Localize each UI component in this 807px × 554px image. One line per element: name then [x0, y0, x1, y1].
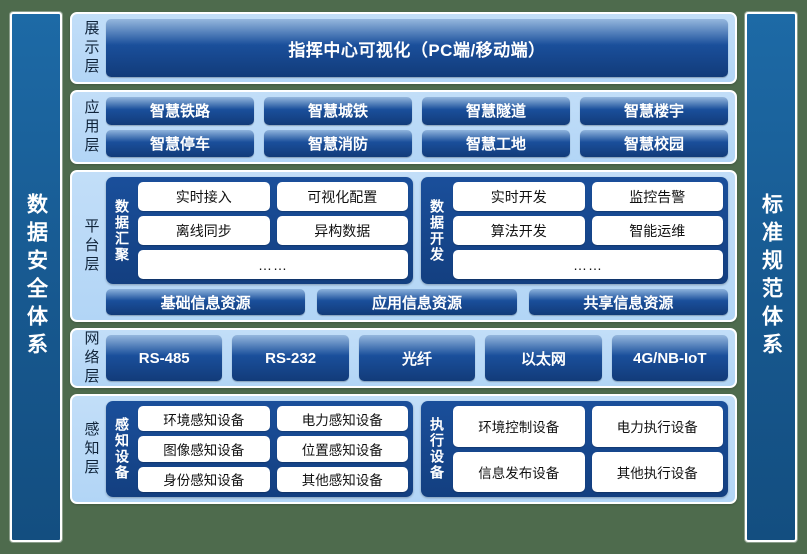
app-item-smart-firefighting[interactable]: 智慧消防 [264, 129, 412, 157]
aggregation-item-visual-config[interactable]: 可视化配置 [276, 182, 408, 211]
app-item-smart-parking[interactable]: 智慧停车 [106, 129, 254, 157]
group-data-development: 数据开发 实时开发 监控告警 算法开发 智能运维 [421, 177, 728, 284]
network-item-fiber[interactable]: 光纤 [358, 335, 476, 381]
sensing-row-3: 身份感知设备 其他感知设备 [138, 466, 408, 492]
application-row-1: 智慧铁路 智慧城铁 智慧隧道 智慧楼宇 [106, 97, 728, 125]
layer-presentation-label-wrap: 展示层 [76, 19, 106, 77]
network-item-4g-nbiot[interactable]: 4G/NB-IoT [611, 335, 729, 381]
sensing-item-location[interactable]: 位置感知设备 [276, 436, 408, 462]
aggregation-row-1: 实时接入 可视化配置 [138, 182, 408, 211]
network-item-rs232[interactable]: RS-232 [232, 335, 349, 381]
left-pillar-data-security: 数据安全体系 [10, 12, 62, 542]
aggregation-row-2: 离线同步 异构数据 [138, 216, 408, 245]
sensing-groups: 感知设备 环境感知设备 电力感知设备 图像感知设备 位置感知设备 [106, 401, 728, 497]
group-actuator-devices-label: 执行设备 [429, 417, 445, 481]
right-pillar-standard-specification: 标准规范体系 [745, 12, 797, 542]
sensing-item-identity[interactable]: 身份感知设备 [138, 466, 270, 492]
platform-resource-row: 基础信息资源 应用信息资源 共享信息资源 [106, 289, 728, 315]
sensing-item-other[interactable]: 其他感知设备 [276, 466, 408, 492]
network-item-rs485[interactable]: RS-485 [106, 335, 223, 381]
group-data-development-label-wrap: 数据开发 [426, 182, 448, 279]
layer-platform-body: 数据汇聚 实时接入 可视化配置 离线同步 异构数据 [106, 177, 728, 315]
layer-platform: 平台层 数据汇聚 实时接入 可视化配置 [70, 170, 737, 322]
app-item-smart-railway[interactable]: 智慧铁路 [106, 97, 254, 125]
development-row-1: 实时开发 监控告警 [453, 182, 723, 211]
layer-platform-label: 平台层 [82, 217, 100, 275]
group-actuator-devices-body: 环境控制设备 电力执行设备 信息发布设备 其他执行设备 [453, 406, 723, 492]
aggregation-item-more[interactable]: …… [138, 250, 408, 279]
layer-network: 网络层 RS-485 RS-232 光纤 以太网 4G/NB-IoT [70, 328, 737, 388]
layer-sensing-body: 感知设备 环境感知设备 电力感知设备 图像感知设备 位置感知设备 [106, 401, 728, 497]
right-pillar-label: 标准规范体系 [759, 193, 783, 361]
aggregation-row-3: …… [138, 250, 408, 279]
layer-sensing-label: 感知层 [82, 420, 100, 478]
layer-application: 应用层 智慧铁路 智慧城铁 智慧隧道 智慧楼宇 智慧停车 智慧消防 智慧工地 智… [70, 90, 737, 164]
layer-application-label-wrap: 应用层 [76, 97, 106, 157]
group-data-development-body: 实时开发 监控告警 算法开发 智能运维 …… [453, 182, 723, 279]
actuator-row-2: 信息发布设备 其他执行设备 [453, 451, 723, 492]
network-item-ethernet[interactable]: 以太网 [485, 335, 602, 381]
group-data-aggregation-label: 数据汇聚 [114, 198, 130, 263]
development-row-3: …… [453, 250, 723, 279]
app-item-smart-construction[interactable]: 智慧工地 [422, 129, 570, 157]
actuator-item-environment-control[interactable]: 环境控制设备 [453, 406, 585, 447]
left-pillar-label: 数据安全体系 [24, 193, 48, 361]
layer-network-label: 网络层 [82, 329, 100, 387]
development-item-smart-ops[interactable]: 智能运维 [591, 216, 723, 245]
development-item-algorithm-dev[interactable]: 算法开发 [453, 216, 585, 245]
development-item-more[interactable]: …… [453, 250, 723, 279]
layer-sensing-label-wrap: 感知层 [76, 401, 106, 497]
development-item-monitor-alarm[interactable]: 监控告警 [591, 182, 723, 211]
aggregation-item-realtime-access[interactable]: 实时接入 [138, 182, 270, 211]
group-data-aggregation-body: 实时接入 可视化配置 离线同步 异构数据 …… [138, 182, 408, 279]
group-data-development-label: 数据开发 [429, 198, 445, 263]
group-sensing-devices-label: 感知设备 [114, 417, 130, 481]
actuator-row-1: 环境控制设备 电力执行设备 [453, 406, 723, 447]
layer-application-body: 智慧铁路 智慧城铁 智慧隧道 智慧楼宇 智慧停车 智慧消防 智慧工地 智慧校园 [106, 97, 728, 157]
resource-item-basic-info[interactable]: 基础信息资源 [106, 289, 306, 315]
group-data-aggregation: 数据汇聚 实时接入 可视化配置 离线同步 异构数据 [106, 177, 413, 284]
layer-network-label-wrap: 网络层 [76, 330, 106, 387]
layer-presentation-body: 指挥中心可视化（PC端/移动端） [106, 19, 728, 77]
actuator-item-info-release[interactable]: 信息发布设备 [453, 451, 585, 492]
sensing-row-1: 环境感知设备 电力感知设备 [138, 406, 408, 432]
layer-application-label: 应用层 [82, 98, 100, 156]
actuator-item-other-execution[interactable]: 其他执行设备 [591, 451, 723, 492]
sensing-item-power[interactable]: 电力感知设备 [276, 406, 408, 432]
sensing-item-environment[interactable]: 环境感知设备 [138, 406, 270, 432]
sensing-row-2: 图像感知设备 位置感知设备 [138, 436, 408, 462]
aggregation-item-heterogeneous-data[interactable]: 异构数据 [276, 216, 408, 245]
actuator-item-power-execution[interactable]: 电力执行设备 [591, 406, 723, 447]
layer-sensing: 感知层 感知设备 环境感知设备 电力感知设备 [70, 394, 737, 504]
app-item-smart-building[interactable]: 智慧楼宇 [580, 97, 728, 125]
presentation-banner[interactable]: 指挥中心可视化（PC端/移动端） [106, 19, 728, 77]
group-sensing-devices: 感知设备 环境感知设备 电力感知设备 图像感知设备 位置感知设备 [106, 401, 413, 497]
sensing-item-image[interactable]: 图像感知设备 [138, 436, 270, 462]
layer-presentation: 展示层 指挥中心可视化（PC端/移动端） [70, 12, 737, 84]
resource-item-shared-info[interactable]: 共享信息资源 [528, 289, 728, 315]
layer-presentation-label: 展示层 [82, 19, 100, 77]
app-item-smart-campus[interactable]: 智慧校园 [580, 129, 728, 157]
group-actuator-devices: 执行设备 环境控制设备 电力执行设备 信息发布设备 其他执行设备 [421, 401, 728, 497]
development-item-realtime-dev[interactable]: 实时开发 [453, 182, 585, 211]
app-item-smart-metro[interactable]: 智慧城铁 [264, 97, 412, 125]
group-actuator-devices-label-wrap: 执行设备 [426, 406, 448, 492]
application-row-2: 智慧停车 智慧消防 智慧工地 智慧校园 [106, 129, 728, 157]
group-data-aggregation-label-wrap: 数据汇聚 [111, 182, 133, 279]
development-row-2: 算法开发 智能运维 [453, 216, 723, 245]
app-item-smart-tunnel[interactable]: 智慧隧道 [422, 97, 570, 125]
layer-network-body: RS-485 RS-232 光纤 以太网 4G/NB-IoT [106, 335, 729, 381]
group-sensing-devices-label-wrap: 感知设备 [111, 406, 133, 492]
group-sensing-devices-body: 环境感知设备 电力感知设备 图像感知设备 位置感知设备 身份感知设备 其他感知设… [138, 406, 408, 492]
platform-groups: 数据汇聚 实时接入 可视化配置 离线同步 异构数据 [106, 177, 728, 284]
layer-platform-label-wrap: 平台层 [76, 177, 106, 315]
aggregation-item-offline-sync[interactable]: 离线同步 [138, 216, 270, 245]
network-items: RS-485 RS-232 光纤 以太网 4G/NB-IoT [106, 335, 729, 381]
layer-stack: 展示层 指挥中心可视化（PC端/移动端） 应用层 智慧铁路 智慧城铁 智慧隧道 … [70, 12, 737, 542]
resource-item-application-info[interactable]: 应用信息资源 [317, 289, 517, 315]
